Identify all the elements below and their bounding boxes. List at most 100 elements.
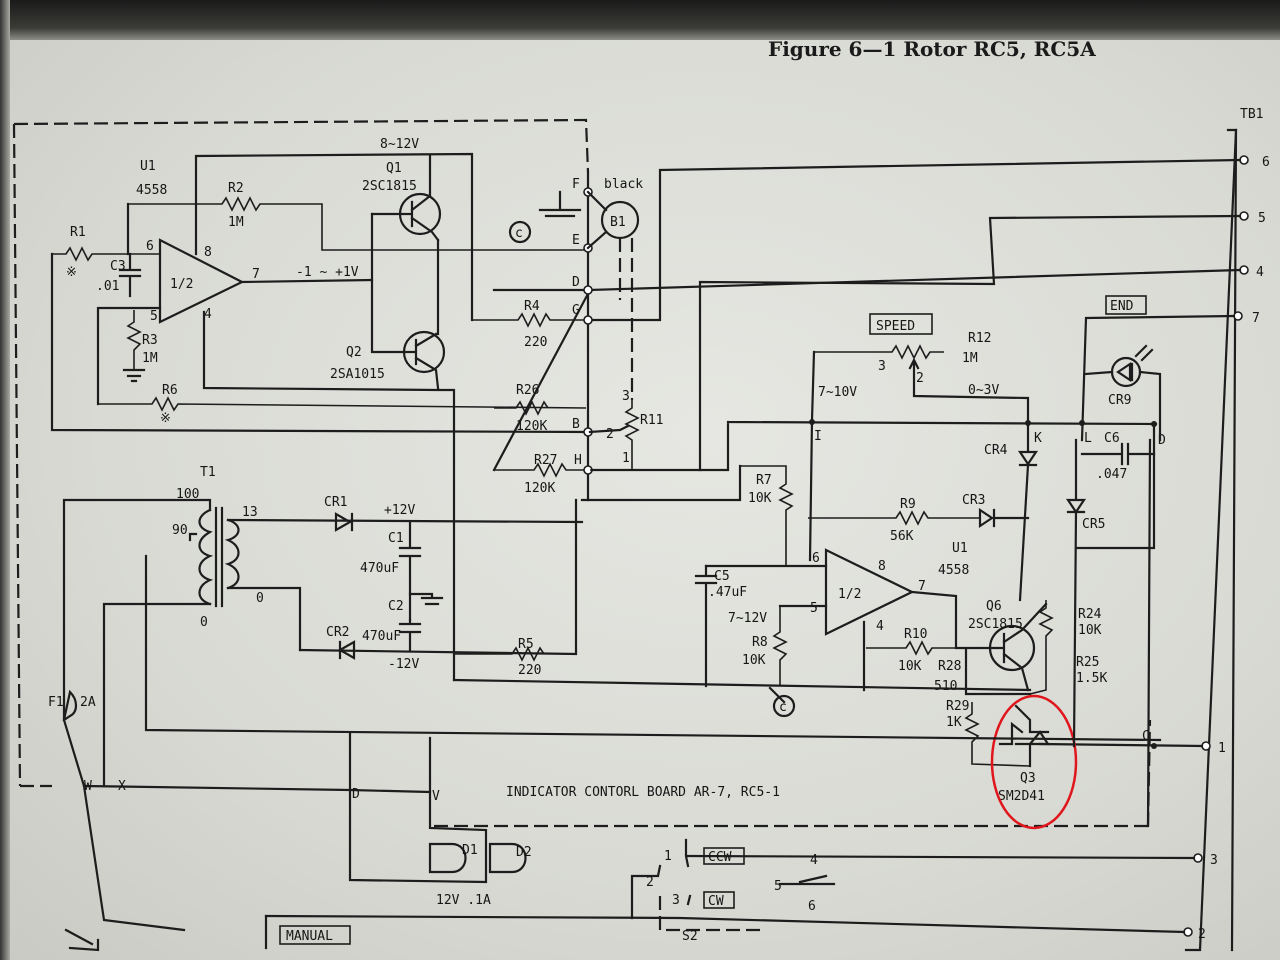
c5-capacitor — [694, 564, 718, 688]
motor-pin-g: G — [572, 303, 593, 325]
q2-part: 2SA1015 — [330, 367, 385, 382]
r10-resistor — [866, 640, 956, 656]
cr4-diode — [1017, 396, 1039, 602]
r1-trim-mark: ※ — [66, 265, 77, 280]
r26-value: 120K — [516, 419, 547, 434]
chassis-ground-c: c — [515, 226, 523, 241]
tb1-label: TB1 — [1240, 107, 1263, 122]
chassis-ground — [538, 190, 582, 218]
svg-text:6: 6 — [1262, 155, 1270, 170]
tb1-terminal-1: 1 — [1201, 741, 1226, 756]
r7-name: R7 — [756, 473, 772, 488]
manual-label: MANUAL — [286, 929, 333, 944]
r8-value: 10K — [742, 653, 766, 668]
ref-voltage-label: 7~12V — [728, 611, 767, 626]
r11-pin1: 1 — [622, 451, 630, 466]
motor-pin-b: B — [572, 417, 593, 437]
r29-resistor — [964, 702, 1031, 767]
s2-pin6: 6 — [808, 899, 816, 914]
r11-pin3: 3 — [622, 389, 630, 404]
monitor-bezel-top — [0, 0, 1280, 40]
node-l: L — [1084, 431, 1092, 446]
supply-ground — [408, 592, 444, 606]
t1-tap-0p: 0 — [200, 615, 208, 630]
r3-value: 1M — [142, 351, 158, 366]
r12-name: R12 — [968, 331, 991, 346]
neg12-label: -12V — [388, 657, 419, 672]
q2-name: Q2 — [346, 345, 362, 360]
wire-lamps — [348, 732, 488, 884]
c3-value: .01 — [96, 279, 119, 294]
wire-pin8-supply — [194, 152, 474, 322]
ground-link — [768, 686, 786, 704]
cr2-label: CR2 — [326, 625, 349, 640]
cr5-label: CR5 — [1082, 517, 1105, 532]
cr3-diode — [978, 507, 1030, 529]
motor-leads — [586, 190, 608, 250]
t1-name: T1 — [200, 465, 216, 480]
c5-name: C5 — [714, 569, 730, 584]
figure-title: Figure 6—1 Rotor RC5, RC5A — [768, 37, 1096, 61]
ground-marker-mid — [772, 694, 796, 718]
c3-name: C3 — [110, 259, 126, 274]
q3-highlight-circle — [990, 694, 1078, 830]
r2-value: 1M — [228, 215, 244, 230]
cw-box — [703, 891, 735, 909]
wire-opamp-out — [240, 278, 374, 284]
c3-capacitor — [118, 252, 142, 298]
r9-value: 56K — [890, 529, 914, 544]
u1-bottom-part: 4558 — [938, 563, 969, 578]
t1-transformer — [198, 506, 240, 608]
r25-value: 1.5K — [1076, 671, 1107, 686]
c6-name: C6 — [1104, 431, 1120, 446]
u1-bottom-half: 1/2 — [838, 587, 861, 602]
junction-c — [1151, 743, 1157, 749]
r29-value: 1K — [946, 715, 962, 730]
s2-name: S2 — [682, 929, 698, 944]
tb1-terminal-3: 3 — [1193, 853, 1218, 868]
q3-scr — [998, 704, 1051, 768]
r4-resistor — [472, 312, 584, 328]
r6-trim-mark: ※ — [160, 411, 171, 426]
c1-name: C1 — [388, 531, 404, 546]
s2-pin1: 1 — [664, 849, 672, 864]
speed-box — [869, 313, 933, 335]
q1-name: Q1 — [386, 161, 402, 176]
svg-text:1: 1 — [1218, 741, 1226, 756]
t1-secondary-wires — [226, 518, 584, 652]
r5-resistor — [454, 646, 545, 662]
r27-name: R27 — [534, 453, 557, 468]
node-c: C — [1142, 729, 1150, 744]
r24-resistor — [1029, 600, 1054, 695]
f1-value: 2A — [80, 695, 96, 710]
wire-r7-top — [580, 464, 742, 502]
r1-resistor — [52, 246, 160, 262]
s2-switch — [630, 838, 836, 920]
cr1-label: CR1 — [324, 495, 347, 510]
r9-name: R9 — [900, 497, 916, 512]
u1-top-pin7: 7 — [252, 267, 260, 282]
speed-in-label: 7~10V — [818, 385, 857, 400]
r11-wiper — [588, 424, 630, 434]
lamp-d1 — [428, 842, 467, 874]
r11-pin2: 2 — [606, 427, 614, 442]
cr9-label: CR9 — [1108, 393, 1131, 408]
c6-capacitor — [1080, 442, 1156, 466]
cr1-diode — [334, 512, 354, 532]
svg-text:H: H — [574, 453, 582, 468]
q6-leads — [910, 590, 1048, 692]
motor-color-label: black — [604, 177, 643, 192]
speed-label: SPEED — [876, 319, 915, 334]
r11-pot — [590, 400, 640, 471]
r4-name: R4 — [524, 299, 540, 314]
wire-tb1-1 — [1038, 742, 1204, 748]
wire-tb1-5 — [588, 214, 1242, 472]
q1-part: 2SC1815 — [362, 179, 417, 194]
node-w: W — [84, 779, 92, 794]
wire-q6-base — [964, 648, 1032, 696]
wire-tb1-2 — [264, 914, 1186, 934]
pos12-label: +12V — [384, 503, 415, 518]
r2-name: R2 — [228, 181, 244, 196]
node-v: V — [432, 789, 440, 804]
r7-resistor — [740, 465, 794, 566]
